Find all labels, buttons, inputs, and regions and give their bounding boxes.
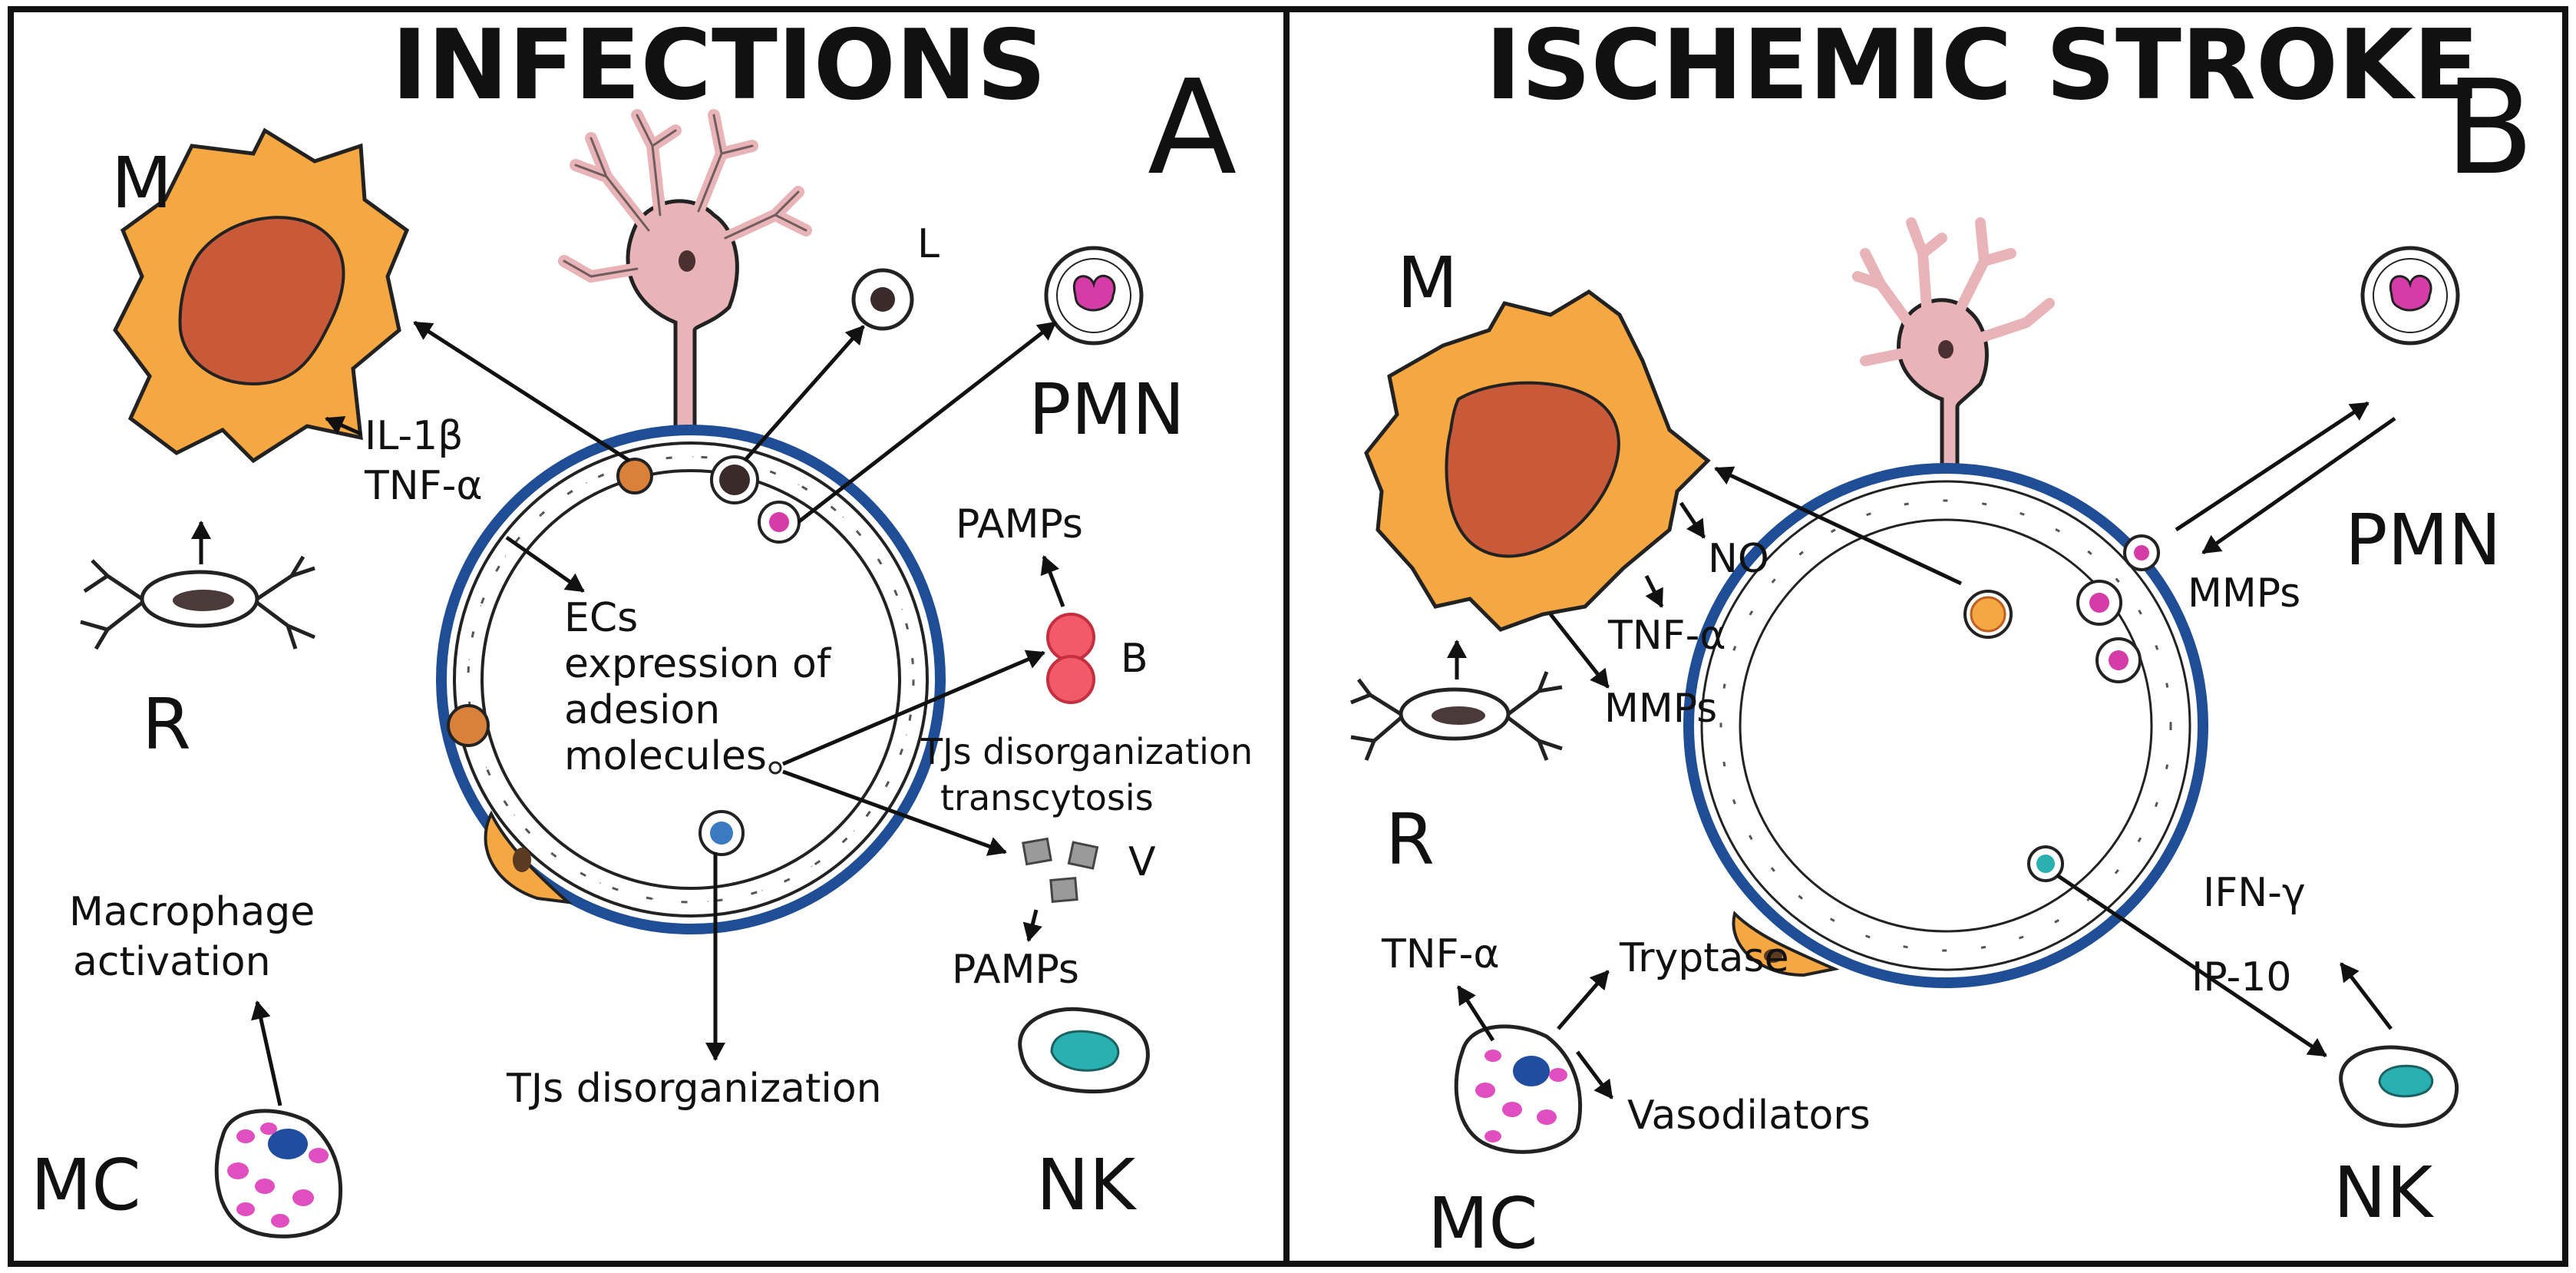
label-nk-a: NK: [1036, 1144, 1138, 1226]
label-tnf-b: TNF-α: [1607, 613, 1726, 659]
macrophage-b: [1364, 289, 1711, 632]
label-no: NO: [1708, 536, 1769, 582]
label-nk-b: NK: [2333, 1152, 2435, 1234]
pmn-in-vessel-b-1-nucleus: [2089, 593, 2109, 613]
label-v-a: V: [1128, 839, 1156, 885]
macrophage-a: [113, 127, 410, 464]
arrow-vessel-to-nk: [2056, 873, 2327, 1058]
panel-b-title: ISCHEMIC STROKE: [1485, 8, 2479, 121]
neuron-a: [558, 109, 812, 440]
panel-b: ISCHEMIC STROKE B M R: [1350, 8, 2535, 1265]
arrow-m-to-mmps: [1549, 613, 1610, 689]
arrow-to-lymphocyte-a: [743, 325, 865, 462]
label-tryptase: Tryptase: [1619, 935, 1789, 981]
pmn-b-nucleus: [2389, 274, 2432, 312]
cytokine-il1b: IL-1β: [365, 413, 463, 459]
arrow-vessel-to-b: [782, 650, 1045, 766]
panel-a: INFECTIONS A M R IL-1β TNF-α: [31, 8, 1253, 1238]
lymphocyte-in-vessel-a-nucleus: [719, 465, 750, 495]
arrow-nk-to-ifn: [2340, 962, 2393, 1030]
mast-cell-a: [214, 1109, 343, 1238]
label-tnf-mc: TNF-α: [1381, 931, 1500, 977]
arrow-to-pmn-a: [797, 321, 1057, 524]
nk-cell-a: [1018, 1007, 1150, 1094]
lymphocyte-a-nucleus: [870, 287, 895, 312]
label-mmps-right: MMPs: [2188, 570, 2300, 617]
nk-in-vessel-b-nucleus: [2036, 855, 2055, 873]
label-pmn-a: PMN: [1029, 369, 1185, 451]
viruses: [1022, 837, 1099, 903]
tjs-right-line2: transcytosis: [940, 777, 1154, 818]
arrow-mc-to-vasodilators: [1576, 1050, 1613, 1099]
label-vasodilators: Vasodilators: [1627, 1093, 1871, 1139]
microglia-a-processes: [80, 555, 315, 650]
arrow-cytokine-to-ecs: [505, 535, 585, 594]
mast-cell-b: [1454, 1024, 1583, 1154]
arrow-mc-to-tryptase: [1557, 970, 1610, 1030]
arrow-mc-to-activation: [251, 1000, 282, 1106]
macro-activation-line2: activation: [73, 939, 271, 985]
bacterium-bottom: [1046, 655, 1095, 704]
arrow-cytokine-to-m: [325, 416, 362, 436]
bacterium-in-vessel-a: [768, 761, 782, 775]
arrow-monocyte-to-m-a: [413, 320, 631, 463]
arrow-b-to-pamps: [1040, 555, 1065, 607]
label-r-a: R: [142, 683, 191, 765]
pmn-a-nucleus: [1072, 274, 1116, 312]
arrow-mc-to-tnf: [1456, 985, 1495, 1042]
ecs-line3: adesion: [564, 687, 720, 733]
label-mmps-left: MMPs: [1604, 686, 1717, 732]
microglia-b: [1350, 671, 1563, 761]
cell-bottom-vessel-a-nucleus: [710, 822, 733, 845]
microglia-a: [80, 555, 315, 650]
pmn-b-inner: [2373, 258, 2448, 333]
pamps-bottom: PAMPs: [952, 947, 1079, 993]
arrow-monocyte-to-m-b: [1714, 466, 1963, 586]
arrow-pmn-to-mmps: [2201, 416, 2396, 555]
panel-b-letter: B: [2445, 52, 2535, 204]
tjs-right-line1: TJs disorganization: [920, 731, 1253, 772]
label-b-a: B: [1121, 636, 1148, 682]
label-l-a: L: [917, 221, 940, 267]
monocyte-in-vessel-b-nucleus: [1970, 596, 2006, 633]
bacterium-top: [1046, 613, 1095, 662]
panel-a-title: INFECTIONS: [391, 8, 1046, 121]
arrow-m-to-tnf-b: [1644, 574, 1664, 608]
pmn-in-vessel-a-nucleus: [769, 512, 789, 532]
label-r-b: R: [1385, 799, 1435, 881]
pamps-top: PAMPs: [956, 501, 1083, 547]
label-m-b: M: [1397, 242, 1458, 324]
monocyte-in-vessel-a: [616, 458, 653, 494]
ecs-line4: molecules: [564, 733, 767, 779]
vessel-a: [436, 425, 946, 934]
arrow-m-to-no: [1679, 501, 1706, 539]
tjs-bottom: TJs disorganization: [506, 1066, 882, 1112]
arrow-v-to-pamps: [1022, 909, 1042, 942]
label-mc-b: MC: [1428, 1182, 1538, 1265]
label-m-a: M: [111, 142, 172, 224]
macrophage-a-nucleus: [178, 216, 345, 386]
label-ifn: IFN-γ: [2203, 870, 2306, 916]
pmn-a-inner: [1056, 258, 1131, 333]
arrow-vessel-to-v: [782, 769, 1007, 856]
macro-activation-line1: Macrophage: [69, 889, 315, 935]
monocyte-transmigrating-a: [447, 704, 490, 747]
ecs-line1: ECs: [564, 595, 638, 641]
panel-a-letter: A: [1148, 52, 1237, 204]
pmn-transmigrating-b-nucleus: [2134, 545, 2149, 560]
label-ip10: IP-10: [2191, 954, 2291, 1000]
ecs-line2: expression of: [564, 641, 832, 687]
arrow-to-pmn-b: [2175, 401, 2370, 532]
vessel-b: [1683, 463, 2208, 988]
cytokine-tnf-a: TNF-α: [364, 463, 483, 509]
neuron-b: [1852, 217, 2055, 494]
label-pmn-b: PMN: [2345, 499, 2502, 581]
label-mc-a: MC: [31, 1144, 141, 1226]
nk-cell-b: [2339, 1045, 2459, 1128]
pmn-in-vessel-b-2-nucleus: [2109, 650, 2129, 670]
